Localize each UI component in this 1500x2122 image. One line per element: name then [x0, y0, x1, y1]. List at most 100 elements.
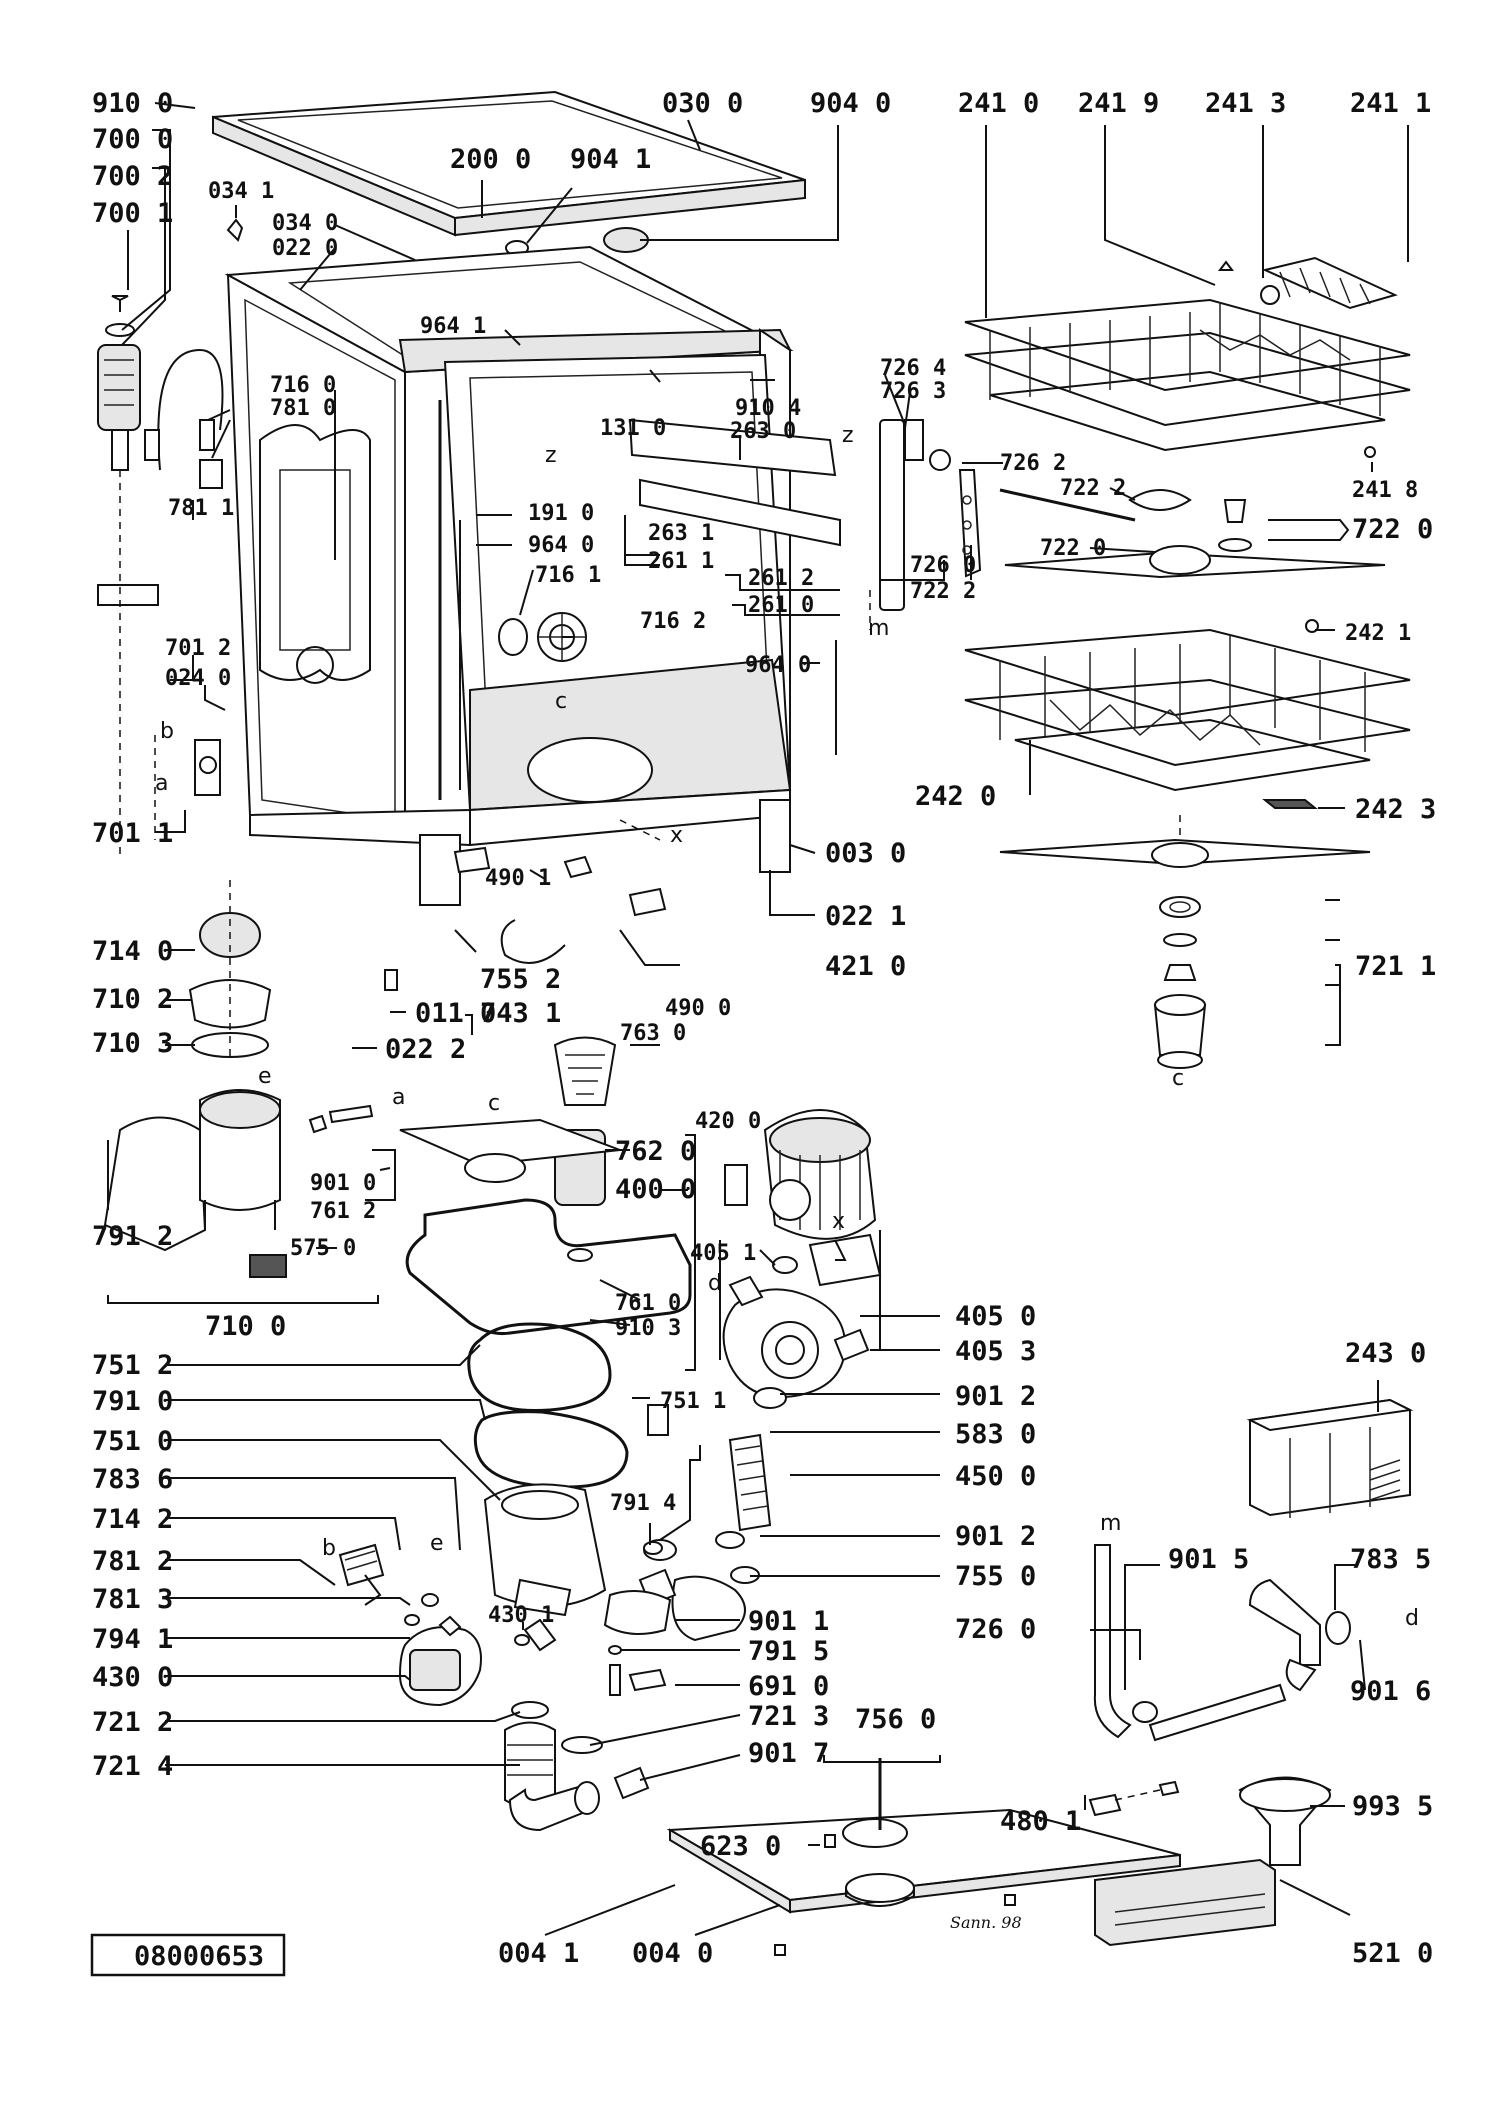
label-701-2: 701 2: [165, 636, 231, 661]
label-791-4: 791 4: [610, 1491, 676, 1516]
label-710-3: 710 3: [92, 1028, 173, 1059]
callout-letters: b a a e c c c z z m m x x d d b e: [155, 423, 1419, 1631]
label-791-5: 791 5: [748, 1636, 829, 1667]
label-762-0: 762 0: [615, 1136, 696, 1167]
reference-number: 08000653: [134, 1941, 264, 1972]
label-131-0: 131 0: [600, 416, 666, 441]
label-722-0b: 722 0: [1040, 536, 1106, 561]
label-003-0: 003 0: [825, 838, 906, 869]
letter-m-2: m: [1100, 1511, 1121, 1536]
part-number-labels: 910 0 030 0 904 0 241 0 241 9 241 3 241 …: [92, 88, 1436, 1969]
drawing-signature: Sann. 98: [950, 1913, 1022, 1932]
upper-rack-part: [964, 256, 1411, 458]
cabinet-frame-part: [224, 245, 841, 906]
parts-drawing: [97, 90, 1414, 1956]
label-701-1: 701 1: [92, 818, 173, 849]
label-191-0: 191 0: [528, 501, 594, 526]
label-722-0a: 722 0: [1352, 514, 1433, 545]
label-722-2b: 722 2: [910, 579, 976, 604]
label-521-0: 521 0: [1352, 1938, 1433, 1969]
label-721-3: 721 3: [748, 1701, 829, 1732]
label-700-1: 700 1: [92, 198, 173, 229]
lower-spray-arm-part: [999, 838, 1371, 1069]
label-241-8: 241 8: [1352, 478, 1418, 503]
label-901-0: 901 0: [310, 1171, 376, 1196]
label-781-0: 781 0: [270, 396, 336, 421]
label-200-0: 200 0: [450, 144, 531, 175]
label-726-0b: 726 0: [955, 1614, 1036, 1645]
label-575-0: 575 0: [290, 1236, 356, 1261]
water-softener-part: [103, 912, 379, 1304]
leader-lines: [107, 102, 1409, 1936]
label-261-2: 261 2: [748, 566, 814, 591]
label-910-4: 910 4: [735, 396, 801, 421]
label-755-2: 755 2: [480, 964, 561, 995]
circulation-pump-motor-part: [719, 1109, 882, 1360]
label-763-0: 763 0: [620, 1021, 686, 1046]
label-901-2b: 901 2: [955, 1521, 1036, 1552]
sump-opening: [527, 737, 653, 803]
letter-z-2: z: [842, 423, 854, 448]
label-022-0: 022 0: [272, 236, 338, 261]
label-583-0: 583 0: [955, 1419, 1036, 1450]
heater-hoses-part: [603, 1433, 772, 1642]
label-993-5: 993 5: [1352, 1791, 1433, 1822]
label-726-4: 726 4: [880, 356, 946, 381]
water-inlet-hose-part: [97, 295, 224, 860]
label-405-0: 405 0: [955, 1301, 1036, 1332]
sump-gaskets-part: [467, 1322, 629, 1617]
label-781-3: 781 3: [92, 1584, 173, 1615]
reference-number-box: 08000653: [90, 1933, 286, 1977]
label-022-2: 022 2: [385, 1034, 466, 1065]
label-910-0: 910 0: [92, 88, 173, 119]
label-024-0: 024 0: [165, 666, 231, 691]
clip-034-1: [226, 218, 244, 242]
letter-m-1: m: [868, 616, 889, 641]
label-710-0: 710 0: [205, 1311, 286, 1342]
label-904-1: 904 1: [570, 144, 651, 175]
label-901-7: 901 7: [748, 1738, 829, 1769]
label-901-2a: 901 2: [955, 1381, 1036, 1412]
label-781-1: 781 1: [168, 496, 234, 521]
label-004-1: 004 1: [498, 1938, 579, 1969]
label-490-1: 490 1: [485, 866, 551, 891]
letter-b-1: b: [160, 719, 174, 744]
top-cover-part: [212, 90, 806, 237]
accessories-part: [1093, 1398, 1414, 1947]
label-241-0: 241 0: [958, 88, 1039, 119]
label-263-0: 263 0: [730, 419, 796, 444]
label-791-0: 791 0: [92, 1386, 173, 1417]
label-400-0: 400 0: [615, 1174, 696, 1205]
label-751-2: 751 2: [92, 1350, 173, 1381]
label-623-0: 623 0: [700, 1831, 781, 1862]
label-261-0: 261 0: [748, 593, 814, 618]
label-241-3: 241 3: [1205, 88, 1286, 119]
label-761-0: 761 0: [615, 1291, 681, 1316]
label-904-0: 904 0: [810, 88, 891, 119]
label-964-0b: 964 0: [745, 653, 811, 678]
label-721-2: 721 2: [92, 1707, 173, 1738]
label-751-0: 751 0: [92, 1426, 173, 1457]
label-243-0: 243 0: [1345, 1338, 1426, 1369]
label-783-5: 783 5: [1350, 1544, 1431, 1575]
label-011-0: 011 0: [415, 998, 496, 1029]
label-242-3: 242 3: [1355, 794, 1436, 825]
label-726-3: 726 3: [880, 379, 946, 404]
label-430-0: 430 0: [92, 1662, 173, 1693]
label-791-2: 791 2: [92, 1221, 173, 1252]
drain-pump-part: [722, 1275, 870, 1409]
label-242-0: 242 0: [915, 781, 996, 812]
construction-lines: [154, 590, 1181, 1060]
label-034-0: 034 0: [272, 211, 338, 236]
label-261-1: 261 1: [648, 549, 714, 574]
label-420-0: 420 0: [695, 1109, 761, 1134]
label-242-1: 242 1: [1345, 621, 1411, 646]
letter-x-2: x: [832, 1209, 845, 1234]
label-034-1: 034 1: [208, 179, 274, 204]
letter-c-1: c: [555, 689, 567, 714]
label-405-3: 405 3: [955, 1336, 1036, 1367]
label-761-2: 761 2: [310, 1199, 376, 1224]
label-691-0: 691 0: [748, 1671, 829, 1702]
label-726-0a: 726 0: [910, 553, 976, 578]
